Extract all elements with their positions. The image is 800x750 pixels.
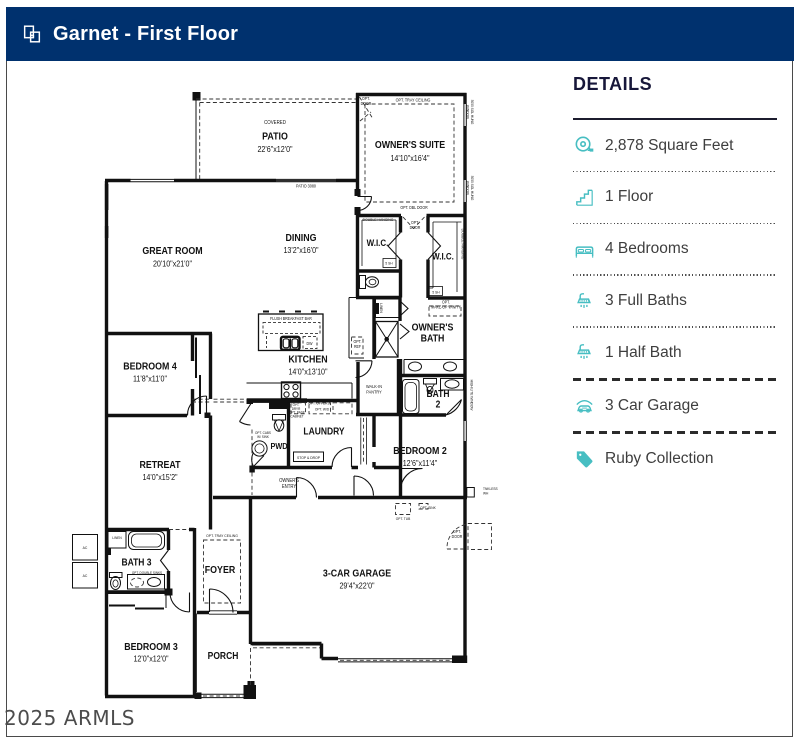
floorplan-icon (23, 25, 41, 43)
detail-label: Ruby Collection (605, 450, 714, 468)
plan-label: BEDROOM 4 (123, 361, 177, 373)
plan-label: 20'10"x21'0" (153, 259, 192, 269)
detail-row: 2,878 Square Feet (573, 120, 777, 171)
plan-label: HIGH LITE WINDOW (469, 380, 473, 411)
plan-label: OPT.DOOR (452, 529, 463, 539)
plan-label: LINEN (112, 536, 122, 540)
plan-label: KITCHEN (288, 354, 327, 366)
header-bar: Garnet - First Floor (6, 7, 794, 61)
plan-label: BATH 3 (121, 557, 151, 568)
detail-label: 3 Full Baths (605, 292, 687, 310)
plan-label: OPT. W/D (315, 407, 330, 411)
plan-label: 5 SH (385, 261, 393, 265)
plan-label: BEDROOM 3 (124, 641, 178, 653)
shower-icon (573, 341, 596, 364)
plan-label: 11'8"x11'0" (133, 374, 167, 384)
plan-label: OPT. UPPERS (308, 401, 330, 405)
plan-label: DW (307, 341, 313, 346)
plan-label: OPT.DOOR (361, 96, 372, 106)
tape-measure-icon (573, 134, 596, 157)
plan-label: 3050 SGL HUNGWINDOW (465, 100, 474, 125)
details-panel: DETAILS 2,878 Square Feet 1 Floor 4 Bedr… (573, 74, 777, 484)
plan-label: PWD (270, 441, 287, 451)
stairs-icon (573, 186, 596, 209)
plan-label: RETREAT (139, 459, 180, 471)
plan-label: 5 SH (432, 290, 440, 294)
plan-label: FOYER (205, 564, 235, 576)
plan-label: FLUSH BREAKFAST BAR (270, 316, 312, 321)
plan-label: 12'6"x11'4" (403, 458, 438, 468)
details-rule (573, 118, 777, 121)
detail-separator (573, 378, 777, 381)
plan-label: AC (83, 574, 88, 578)
plan-label: COVERED (264, 120, 286, 126)
plan-label: OPT. TUB (396, 517, 411, 521)
plan-label: 3050 SGL HUNGWINDOW (465, 176, 474, 201)
plan-label: LINEN (379, 303, 383, 313)
plan-label: 22'6"x12'0" (257, 144, 292, 154)
plan-label: AC (83, 546, 88, 550)
plan-label: 14'10"x16'4" (390, 153, 429, 163)
detail-separator (573, 431, 777, 434)
bed-icon (573, 238, 596, 261)
shower-icon (573, 290, 596, 313)
watermark: 2025 ARMLS (4, 705, 135, 731)
plan-label: PORCH (208, 650, 239, 661)
plan-label: GREAT ROOM (142, 245, 202, 257)
plan-label: OPT. TRAY CEILING (396, 97, 431, 102)
plan-label: OPT.MAKE-UP VANITY (431, 299, 461, 309)
plan-label: PATIO 3080 (296, 183, 317, 188)
detail-row: 3 Full Baths (573, 276, 777, 327)
plan-label: DINING (286, 232, 317, 244)
plan-label: OPT.REF (354, 339, 362, 349)
plan-label: OPT. DBL DOOR (400, 205, 427, 210)
detail-row: 4 Bedrooms (573, 224, 777, 275)
detail-row: Ruby Collection (573, 434, 777, 485)
detail-label: 1 Half Bath (605, 343, 682, 361)
plan-label: 13'2"x16'0" (283, 245, 318, 255)
detail-label: 2,878 Square Feet (605, 136, 734, 154)
plan-label: OPT. TRAY CEILING (206, 534, 238, 538)
plan-label: OPT.DOOR (410, 220, 421, 230)
plan-label: OPT.DRYR (292, 403, 301, 412)
plan-label: DOUBLE HANGING (363, 218, 394, 222)
detail-separator (573, 170, 777, 173)
car-icon (573, 394, 596, 417)
plan-label: OWNER'S SUITE (375, 139, 446, 151)
plan-label: DOUBLE HANGING (460, 229, 464, 260)
detail-row: 1 Half Bath (573, 328, 777, 379)
detail-separator (573, 222, 777, 224)
page-title: Garnet - First Floor (53, 22, 239, 45)
plan-label: OPT. SINK (420, 506, 436, 510)
detail-row: 3 Car Garage (573, 381, 777, 432)
detail-separator (573, 274, 777, 276)
plan-label: OPT. DOUBLE SINKS (132, 571, 163, 575)
plan-label: PATIO (262, 131, 288, 143)
plan-label: BEDROOM 2 (393, 445, 446, 457)
plan-label: W.I.C. (432, 251, 454, 262)
plan-label: STOP & DROP (297, 456, 321, 460)
plan-label: 3-CAR GARAGE (323, 568, 392, 580)
tag-icon (573, 448, 596, 471)
plan-label: 14'0"x15'2" (142, 472, 177, 482)
detail-row: 1 Floor (573, 172, 777, 223)
plan-label: LAUNDRY (303, 426, 345, 437)
plan-label: 29'4"x22'0" (339, 581, 374, 591)
detail-label: 4 Bedrooms (605, 240, 689, 258)
plan-label: W.I.C. (367, 237, 389, 248)
plan-label: 12'0"x12'0" (133, 654, 168, 664)
details-heading: DETAILS (573, 74, 653, 94)
detail-label: 1 Floor (605, 188, 654, 206)
detail-separator (573, 326, 777, 328)
plan-label: 14'0"x13'10" (288, 367, 327, 377)
detail-label: 3 Car Garage (605, 396, 699, 414)
